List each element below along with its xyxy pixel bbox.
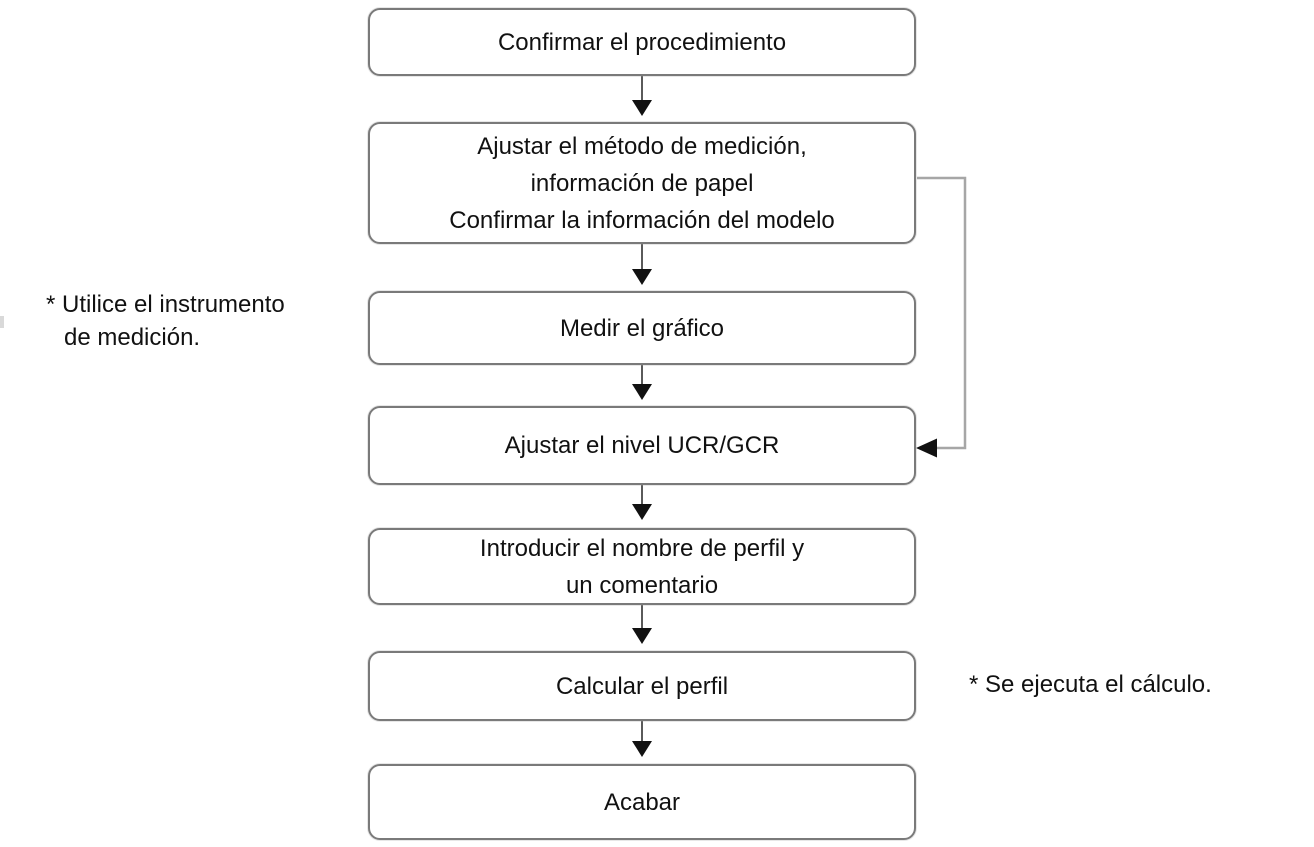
flow-step-adjust-ucr-gcr-level: Ajustar el nivel UCR/GCR bbox=[368, 406, 916, 485]
arrowhead-down-icon bbox=[632, 741, 652, 757]
flow-arrow-down bbox=[632, 244, 652, 285]
feedback-connector bbox=[916, 176, 967, 458]
scan-edge-artifact bbox=[0, 316, 4, 328]
flow-step-adjust-measurement-method: Ajustar el método de medición, informaci… bbox=[368, 122, 916, 244]
flow-step-label: Introducir el nombre de perfil y un come… bbox=[479, 534, 805, 599]
flow-arrow-down bbox=[632, 721, 652, 757]
flow-step-label: Ajustar el nivel UCR/GCR bbox=[504, 432, 780, 459]
note-measurement-instrument: * Utilice el instrumento de medición. bbox=[46, 291, 285, 351]
flow-step-label: Acabar bbox=[603, 788, 681, 816]
flow-step-measure-chart: Medir el gráfico bbox=[368, 291, 916, 365]
flow-step-label: Ajustar el método de medición, informaci… bbox=[449, 132, 835, 234]
flow-arrow-down bbox=[632, 365, 652, 400]
flow-step-label: Calcular el perfil bbox=[555, 672, 729, 700]
arrowhead-down-icon bbox=[632, 628, 652, 644]
arrowhead-down-icon bbox=[632, 269, 652, 285]
flow-step-calculate-profile: Calcular el perfil bbox=[368, 651, 916, 721]
flow-step-finish: Acabar bbox=[368, 764, 916, 840]
note-calculation-executed: * Se ejecuta el cálculo. bbox=[969, 671, 1212, 698]
flow-step-label: Medir el gráfico bbox=[559, 314, 725, 342]
flow-arrow-down bbox=[632, 605, 652, 644]
arrowhead-down-icon bbox=[632, 504, 652, 520]
flow-arrow-down bbox=[632, 75, 652, 116]
flow-step-enter-profile-name: Introducir el nombre de perfil y un come… bbox=[368, 528, 916, 605]
flow-arrow-down bbox=[632, 485, 652, 520]
flow-step-confirm-procedure: Confirmar el procedimiento bbox=[368, 8, 916, 76]
flow-step-label: Confirmar el procedimiento bbox=[497, 28, 787, 56]
feedback-arrowhead-left-icon bbox=[916, 438, 937, 458]
arrowhead-down-icon bbox=[632, 100, 652, 116]
arrowhead-down-icon bbox=[632, 384, 652, 400]
